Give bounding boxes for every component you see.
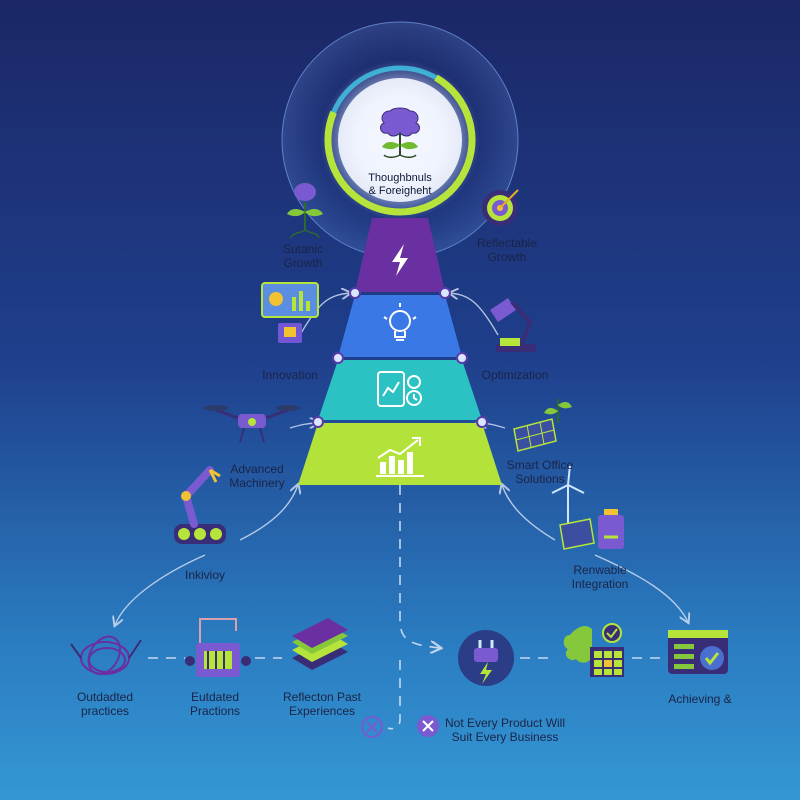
arrow-to-achieving	[594, 554, 688, 622]
drone-icon	[204, 405, 300, 443]
solar-panel-plant-icon	[513, 399, 572, 452]
arrow-to-outdated	[115, 554, 206, 625]
desk-lamp-icon	[490, 298, 536, 352]
label-sutanic-growth: Sutanic Growth	[282, 242, 324, 270]
pyramid	[298, 218, 502, 485]
outdated-machine-icon	[185, 618, 251, 677]
wind-solar-battery-icon	[551, 464, 624, 550]
top-circle-title: Thoughbnuls & Foreigheht	[368, 172, 432, 197]
connector-arrows	[115, 293, 688, 625]
checklist-clipboard-icon	[668, 630, 728, 674]
label-renewable: Renwable Integration	[571, 563, 629, 591]
tablet-gear-icon	[377, 371, 422, 407]
label-inkivioy: Inkivioy	[184, 568, 225, 582]
label-achieving: Achieving &	[668, 692, 732, 706]
arrow-right-low	[502, 485, 556, 541]
arrow-left-high	[299, 293, 350, 336]
arrow-left-low	[239, 485, 298, 541]
label-optimization: Optimization	[481, 368, 549, 382]
bar-chart-arrow-icon	[376, 437, 424, 477]
label-reflection-past: Reflecton Past Experiences	[282, 690, 362, 718]
brain-sprout-icon	[380, 107, 420, 159]
label-advanced-machinery: Advanced Machinery	[229, 462, 285, 490]
pyramid-nodes	[312, 287, 488, 428]
robotic-arm-icon	[174, 466, 226, 544]
center-dashed-line	[399, 485, 440, 648]
lightbulb-icon	[383, 303, 417, 341]
dashboard-panel-icon	[261, 282, 319, 343]
stacked-books-icon	[292, 618, 348, 670]
brain-grid-icon	[563, 623, 624, 677]
label-smart-office: Smart Office Solutions	[506, 458, 574, 486]
center-dashed-down	[387, 660, 401, 730]
dashed-paths	[148, 485, 660, 730]
label-outdated-practions: Eutdated Practions	[189, 690, 241, 718]
arrow-right-high	[450, 293, 499, 336]
label-outdated-practices: Outdadted practices	[76, 690, 134, 718]
x-mark-icon	[361, 716, 383, 738]
label-innovation: Innovation	[262, 368, 318, 382]
target-icon	[482, 189, 519, 226]
plug-lightning-icon	[458, 630, 514, 686]
pyramid-tier-2	[338, 295, 462, 357]
lightning-icon	[392, 244, 408, 276]
tangled-cable-icon	[70, 635, 142, 675]
x-mark-icon	[417, 715, 439, 737]
label-not-every-product: Not Every Product Will Suit Every Busine…	[444, 716, 566, 744]
pyramid-tier-3	[318, 360, 482, 420]
label-reflectable-growth: Reflectable Growth	[476, 236, 538, 264]
sprout-icon	[287, 183, 323, 239]
